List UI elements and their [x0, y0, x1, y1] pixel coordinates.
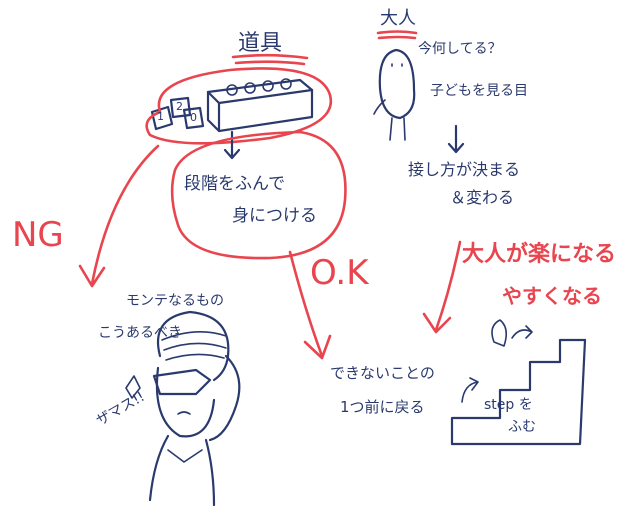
- tools-oval: [145, 67, 333, 145]
- card-number-1: 1: [157, 110, 164, 123]
- right-arrow: [434, 240, 462, 332]
- watch-child-text: 子どもを見る目: [430, 83, 528, 99]
- adult-figure-icon: [373, 48, 416, 141]
- adult-underline-2: [377, 35, 417, 40]
- tools-underline: [231, 53, 309, 60]
- adult-underline: [376, 30, 418, 35]
- approach-changes-text-1: 接し方が決まる: [408, 160, 521, 179]
- ng-label: NG: [12, 215, 64, 255]
- tools-label: 道具: [238, 31, 283, 56]
- ok-label: O.K: [310, 253, 369, 293]
- ok-arrow-head: [303, 334, 332, 360]
- stairs-with-figure-icon: [450, 319, 587, 446]
- what-doing-text: 今何してる？: [418, 41, 502, 57]
- arrow-tools-down: [223, 130, 241, 160]
- adult-label: 大人: [380, 8, 416, 29]
- right-arrow-head: [422, 312, 452, 334]
- card-number-2: 2: [176, 100, 183, 113]
- ng-arrow-head: [78, 264, 106, 288]
- step-oval: [170, 130, 347, 260]
- step-text-1: step を: [484, 397, 533, 413]
- go-back-text-2: 1つ前に戻る: [340, 398, 425, 416]
- tools-underline-2: [234, 60, 306, 66]
- montessori-text-1: モンテなるもの: [126, 293, 224, 309]
- step-by-step-text-1: 段階をふんで: [184, 174, 286, 194]
- arrow-adult-down: [447, 124, 465, 154]
- montessori-text-2: こうあるべき: [98, 325, 182, 341]
- approach-changes-text-2: ＆変わる: [450, 188, 515, 207]
- adult-easier-text-2: やすくなる: [502, 284, 602, 308]
- montessori-material-box-icon: [206, 78, 314, 133]
- step-by-step-text-2: 身につける: [232, 206, 317, 226]
- strict-lady-figure-icon: [125, 310, 241, 507]
- number-cards-icon: [150, 96, 205, 131]
- adult-easier-text-1: 大人が楽になる: [462, 242, 617, 267]
- step-text-2: ふむ: [508, 419, 536, 435]
- go-back-text-1: できないことの: [330, 364, 435, 382]
- card-number-3: 0: [190, 111, 197, 124]
- ng-arrow: [90, 144, 160, 286]
- ok-arrow: [288, 250, 324, 358]
